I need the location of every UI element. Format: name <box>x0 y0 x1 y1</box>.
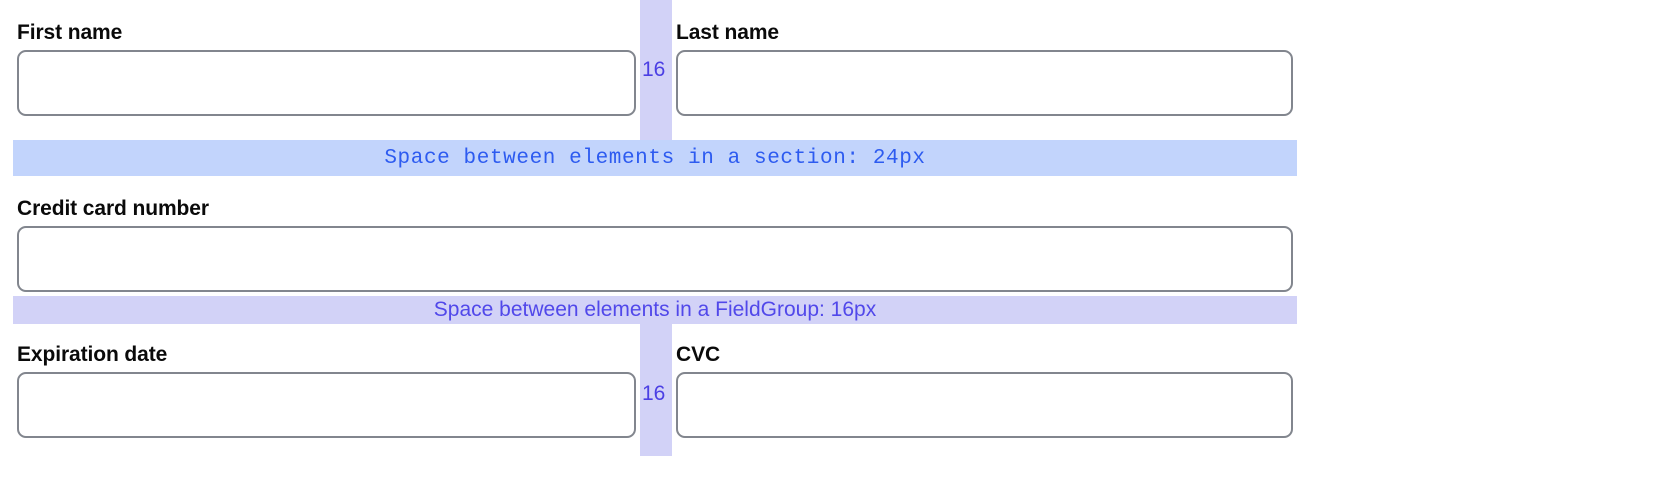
annotation-bar-fieldgroup-spacing: Space between elements in a FieldGroup: … <box>13 296 1297 324</box>
form-row-credit-card: Credit card number <box>13 176 1297 296</box>
input-cvc[interactable] <box>676 372 1293 438</box>
gap-indicator-name-row: 16 <box>640 0 672 140</box>
gap-indicator-expiry-row: 16 <box>640 324 672 456</box>
input-first-name[interactable] <box>17 50 636 116</box>
label-expiration-date: Expiration date <box>17 343 168 366</box>
label-cvc: CVC <box>676 343 721 366</box>
input-last-name[interactable] <box>676 50 1293 116</box>
input-expiration-date[interactable] <box>17 372 636 438</box>
input-credit-card-number[interactable] <box>17 226 1293 292</box>
label-last-name: Last name <box>676 21 779 44</box>
field-last-name: Last name <box>672 0 1297 140</box>
field-credit-card-number: Credit card number <box>13 176 1297 296</box>
label-first-name: First name <box>17 21 123 44</box>
gap-value-name-row: 16 <box>642 58 666 81</box>
form-row-name: First name 16 Last name <box>13 0 1297 140</box>
gap-value-expiry-row: 16 <box>642 382 666 405</box>
annotation-text-section-spacing: Space between elements in a section: 24p… <box>384 146 926 170</box>
field-first-name: First name <box>13 0 640 140</box>
annotation-bar-section-spacing: Space between elements in a section: 24p… <box>13 140 1297 176</box>
form-row-expiry-cvc: Expiration date 16 CVC <box>13 324 1297 456</box>
label-credit-card-number: Credit card number <box>17 197 209 220</box>
field-expiration-date: Expiration date <box>13 324 640 456</box>
field-cvc: CVC <box>672 324 1297 456</box>
annotation-text-fieldgroup-spacing: Space between elements in a FieldGroup: … <box>433 298 877 321</box>
annotated-form: First name 16 Last name Space between el… <box>13 0 1297 496</box>
